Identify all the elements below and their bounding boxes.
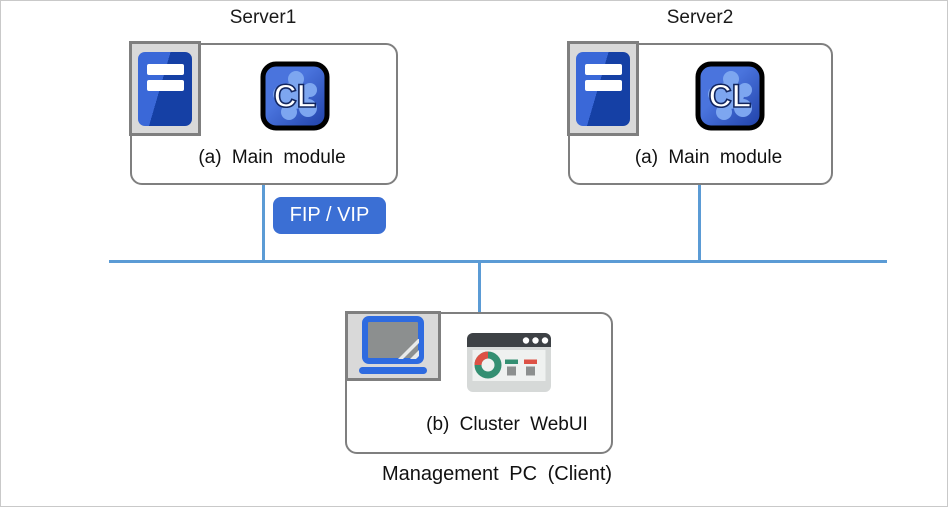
management-pc-network-drop-line <box>478 261 481 313</box>
server-tower-icon <box>129 41 201 136</box>
cluster-app-icon: CL <box>260 61 330 136</box>
server2-network-drop-line <box>698 184 701 263</box>
fip-vip-badge: FIP / VIP <box>273 197 386 234</box>
server2-title: Server2 <box>666 7 734 28</box>
webui-browser-icon <box>467 333 551 398</box>
cl-icon-letters: CL <box>274 78 317 114</box>
server2-module-label: (a) Main module <box>634 147 783 168</box>
donut-chart-segment <box>474 351 489 366</box>
browser-titlebar <box>467 333 551 347</box>
server-tower-icon-art <box>576 51 630 126</box>
mini-bar-charts <box>505 359 537 376</box>
browser-window-dots <box>522 337 549 344</box>
webui-browser-icon-art <box>467 333 551 392</box>
cl-icon-letters: CL <box>709 78 752 114</box>
cl-gear-shape <box>273 71 317 120</box>
cluster-app-icon: CL <box>695 61 765 136</box>
cl-gear-shape <box>708 71 752 120</box>
laptop-icon-art <box>359 316 427 374</box>
laptop-icon <box>345 311 441 381</box>
server1-title: Server1 <box>229 7 297 28</box>
cluster-app-icon-art: CL <box>695 61 765 131</box>
screen-glare <box>396 339 419 359</box>
cluster-app-icon-art: CL <box>260 61 330 131</box>
management-module-label: (b) Cluster WebUI <box>426 414 588 435</box>
network-line <box>109 260 887 263</box>
server-tower-icon <box>567 41 639 136</box>
server1-module-label: (a) Main module <box>198 147 346 168</box>
server1-network-drop-line <box>262 185 265 263</box>
server-tower-icon-art <box>138 51 192 126</box>
management-pc-caption: Management PC (Client) <box>381 463 613 485</box>
